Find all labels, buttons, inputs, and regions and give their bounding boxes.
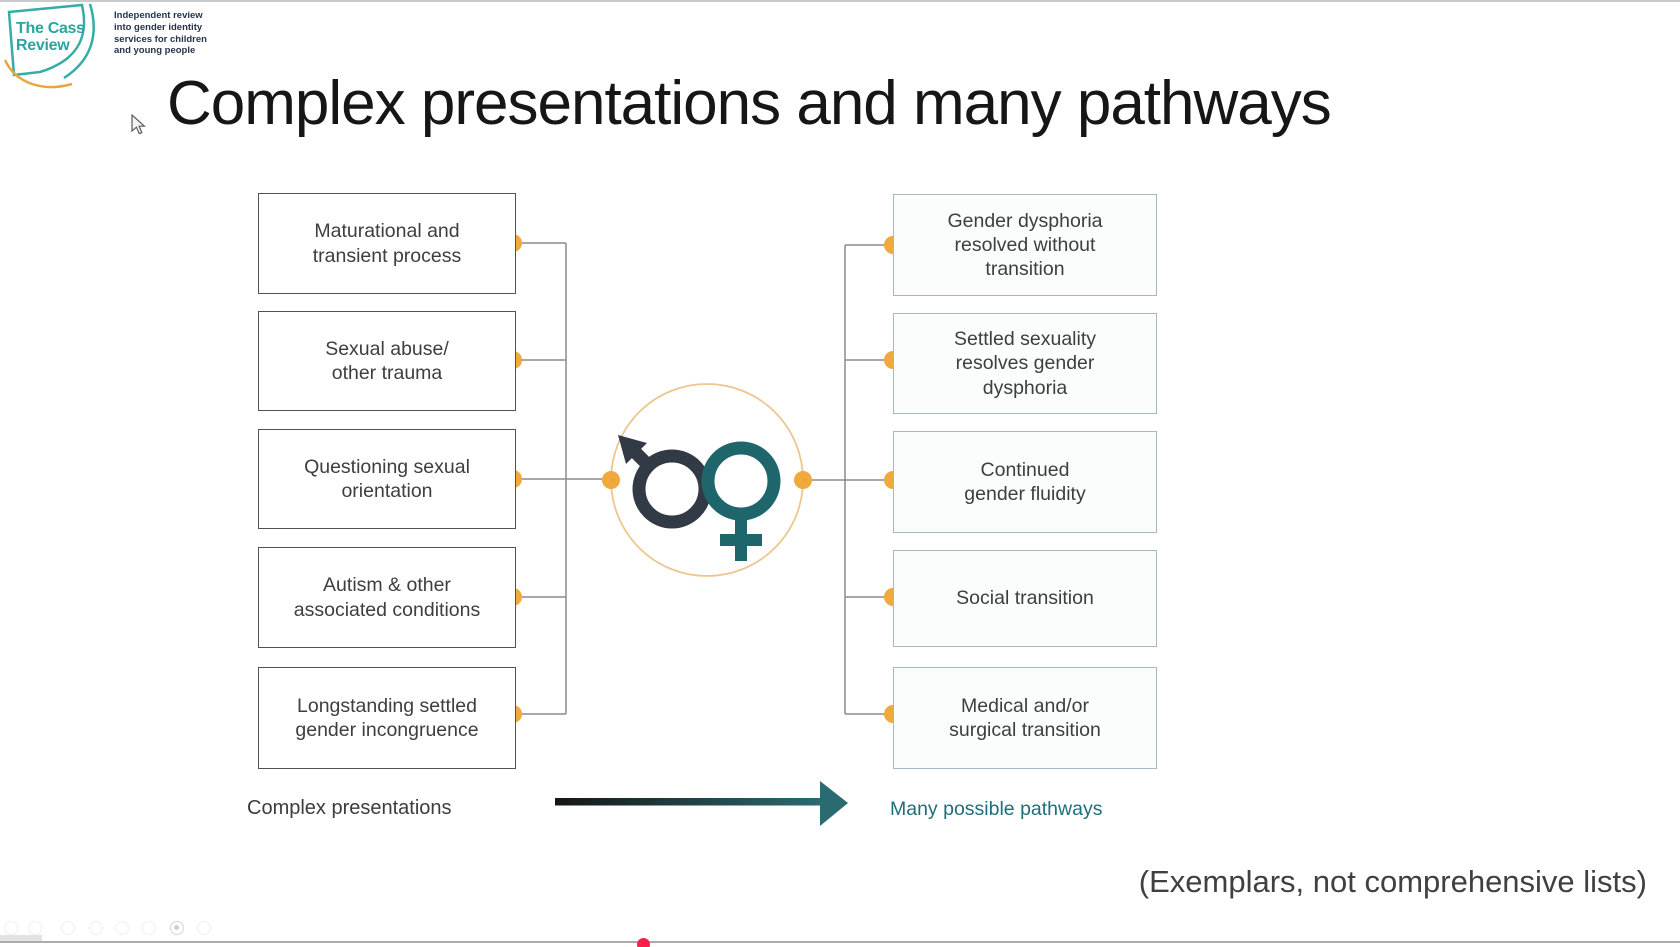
flow-box-label: Gender dysphoria resolved without transi… — [947, 209, 1103, 281]
flow-box-label: Autism & other associated conditions — [293, 574, 481, 621]
player-settings-icon[interactable] — [170, 921, 184, 935]
flow-box-longstanding-incongruence: Longstanding settled gender incongruence — [258, 667, 516, 769]
player-control-icon[interactable] — [89, 921, 103, 935]
flow-box-dysphoria-resolved: Gender dysphoria resolved without transi… — [893, 194, 1157, 296]
cass-review-logo-shape-icon — [3, 3, 95, 89]
flow-box-label: Maturational and transient process — [312, 220, 462, 267]
progress-watched-segment — [0, 935, 42, 942]
player-control-icon[interactable] — [28, 921, 42, 935]
female-gender-symbol-icon — [701, 441, 781, 561]
flow-box-label: Longstanding settled gender incongruence — [295, 694, 479, 741]
brand-tagline: Independent review into gender identity … — [114, 10, 207, 57]
flow-box-label: Settled sexuality resolves gender dyspho… — [954, 328, 1096, 399]
player-control-icon[interactable] — [142, 921, 156, 935]
connector-lines — [513, 242, 893, 715]
presentations-to-pathways-arrow — [555, 781, 848, 826]
cass-review-logo: The Cass Review — [2, 2, 110, 94]
exemplars-footnote: (Exemplars, not comprehensive lists) — [1138, 864, 1647, 899]
flow-box-sexual-abuse-trauma: Sexual abuse/ other trauma — [258, 311, 516, 411]
complex-presentations-label: Complex presentations — [247, 797, 452, 819]
flow-box-continued-fluidity: Continued gender fluidity — [893, 431, 1157, 533]
flow-box-social-transition: Social transition — [893, 550, 1157, 647]
flow-box-label: Sexual abuse/ other trauma — [325, 337, 449, 384]
page-title: Complex presentations and many pathways — [167, 69, 1332, 138]
flow-box-medical-surgical-transition: Medical and/or surgical transition — [893, 667, 1157, 769]
flow-box-questioning-orientation: Questioning sexual orientation — [258, 429, 516, 529]
video-progress-bar[interactable] — [0, 941, 1680, 943]
logo-wordmark: The Cass Review — [16, 20, 85, 54]
playhead-marker[interactable] — [637, 938, 650, 947]
flow-box-autism-conditions: Autism & other associated conditions — [258, 547, 516, 648]
many-pathways-label: Many possible pathways — [890, 798, 1103, 820]
flow-box-label: Questioning sexual orientation — [304, 455, 470, 502]
player-control-icon[interactable] — [197, 921, 211, 935]
flow-box-maturational-transient: Maturational and transient process — [258, 193, 516, 294]
flow-box-settled-sexuality: Settled sexuality resolves gender dyspho… — [893, 313, 1157, 414]
player-control-icon[interactable] — [115, 921, 129, 935]
mouse-cursor-icon — [131, 114, 146, 135]
top-border-line — [0, 0, 1680, 2]
flow-box-label: Medical and/or surgical transition — [949, 694, 1101, 741]
player-control-icon[interactable] — [4, 921, 18, 935]
flow-box-label: Social transition — [956, 587, 1094, 610]
flow-box-label: Continued gender fluidity — [964, 458, 1086, 505]
player-control-icon[interactable] — [61, 921, 75, 935]
